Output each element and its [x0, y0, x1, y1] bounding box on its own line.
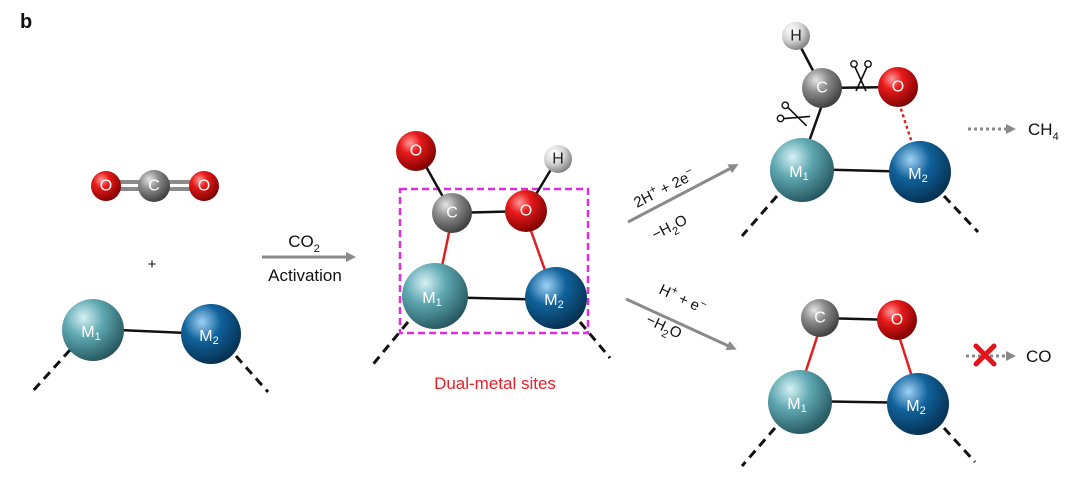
o-metal2-bond [897, 335, 915, 381]
atom-label: O [198, 178, 210, 195]
atom-label: C [446, 205, 458, 222]
hydrogen-atom [544, 145, 572, 173]
metal1-atom [768, 370, 832, 434]
activation-label: Activation [268, 266, 342, 285]
lower-reagent-label: H+ + e− [656, 279, 709, 317]
co-label: CO [1026, 347, 1052, 366]
atom-label: C [148, 178, 160, 195]
scissors-icon [776, 101, 811, 127]
blocked-cross-icon [973, 343, 997, 367]
lower-byproduct-label: −H2O [642, 311, 685, 346]
co-product-blocked: CO [966, 343, 1052, 367]
bare-dual-metal-site: M1 M2 [30, 299, 270, 394]
support-bond [942, 194, 980, 234]
lower-pathway-step: H+ + e− −H2O [625, 279, 737, 351]
support-bond [740, 427, 777, 467]
oxygen-atom [878, 67, 918, 107]
atom-label: O [892, 79, 904, 96]
support-bond [740, 195, 779, 237]
plus-sign: + [148, 256, 157, 273]
co2-oxygen-atom [91, 171, 121, 201]
atom-label: H [790, 28, 802, 45]
upper-intermediate: H C O M1 M2 [740, 22, 980, 237]
panel-label: b [20, 11, 32, 33]
metal1-atom [62, 299, 124, 361]
support-bond [234, 355, 270, 393]
metal2-atom [525, 267, 587, 329]
atom-label: M1 [81, 324, 100, 344]
carbon-atom [801, 299, 839, 337]
atom-label: M2 [908, 166, 927, 186]
activation-co2-label: CO2 [288, 232, 320, 255]
atom-label: C [816, 80, 828, 97]
oxygen-atom [396, 131, 436, 171]
dual-metal-sites-label: Dual-metal sites [434, 374, 556, 393]
atom-label: C [814, 310, 826, 327]
co2-carbon-atom [138, 170, 170, 202]
carbon-atom [432, 193, 472, 233]
metal1-atom [770, 138, 834, 202]
upper-pathway-step: 2H+ + 2e− −H2O [627, 164, 739, 247]
ch4-product: CH4 [968, 120, 1059, 143]
upper-byproduct-label: −H2O [649, 211, 692, 247]
atom-label: O [100, 178, 112, 195]
metal2-atom [887, 373, 949, 435]
atom-label: M1 [787, 396, 806, 416]
support-bond [578, 321, 612, 359]
metal2-atom [181, 304, 241, 364]
metal2-atom [889, 141, 951, 203]
atom-label: O [891, 312, 903, 329]
metal1-atom [402, 263, 468, 329]
activation-step: CO2 Activation [262, 232, 356, 285]
upper-pathway-arrow [627, 164, 739, 224]
atom-label: M1 [789, 164, 808, 184]
atom-label: H [552, 151, 564, 168]
support-bond [942, 426, 977, 464]
atom-label: O [410, 143, 422, 160]
support-bond [368, 321, 410, 369]
co2-oxygen-atom [189, 171, 219, 201]
atom-label: M1 [422, 290, 441, 310]
oxygen-atom [877, 300, 917, 340]
ch4-label: CH4 [1028, 120, 1059, 143]
lower-intermediate: C O M1 M2 [740, 299, 977, 467]
hydrogen-atom [782, 22, 810, 50]
activated-intermediate: O H C O M1 M2 Dual-metal sites [368, 131, 612, 393]
atom-label: M2 [544, 292, 563, 312]
scissors-icon [850, 60, 872, 92]
co2-molecule: O C O [91, 170, 219, 202]
oxygen-atom [505, 190, 547, 232]
atom-label: M2 [906, 398, 925, 418]
atom-label: M2 [199, 328, 218, 348]
lower-pathway-arrow [625, 297, 737, 351]
support-bond [30, 348, 72, 394]
atom-label: O [520, 203, 532, 220]
carbon-atom [802, 68, 842, 108]
dual-metal-site-box [398, 187, 590, 335]
